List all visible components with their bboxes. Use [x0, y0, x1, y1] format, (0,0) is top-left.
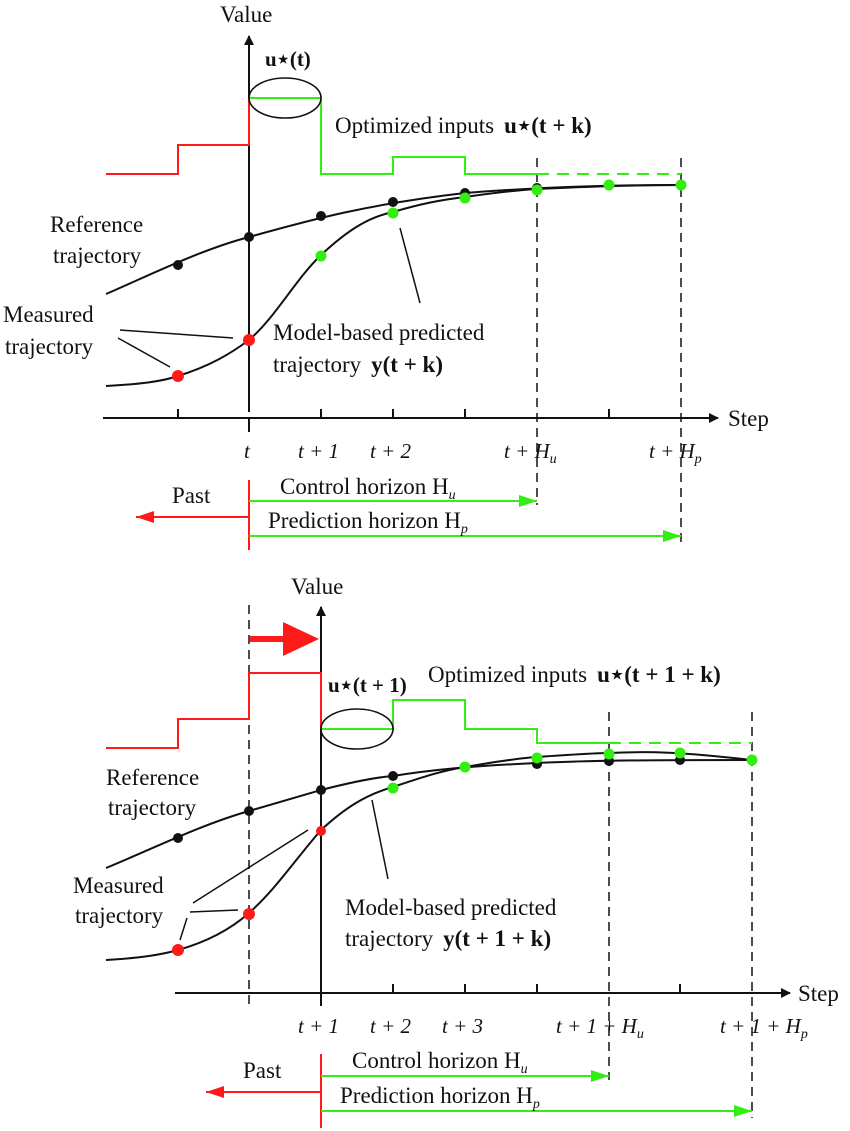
tick-label-t-plus-1-plus-hp: t + 1 + Hp: [720, 1014, 808, 1042]
predicted-points: [387, 747, 758, 794]
y-axis-label: Value: [220, 2, 272, 27]
predicted-point: [315, 250, 327, 262]
current-input-label: u⋆(t + 1): [328, 673, 407, 697]
tick-label-t-plus-2: t + 2: [370, 439, 412, 463]
predicted-leader: [399, 227, 421, 304]
predicted-point: [531, 184, 543, 196]
predicted-trajectory: [248, 184, 682, 341]
x-axis-label: Step: [798, 981, 839, 1006]
reference-point: [388, 197, 398, 207]
reference-label-line2: trajectory: [108, 795, 197, 820]
past-label: Past: [243, 1058, 282, 1083]
control-horizon-label: Control horizon Hu: [352, 1048, 528, 1077]
measured-point: [172, 944, 184, 956]
x-ticks: [177, 409, 610, 432]
predicted-points: [315, 179, 687, 262]
past-input-signal: [106, 672, 322, 749]
predicted-point: [603, 748, 615, 760]
measured-point: [172, 370, 184, 382]
predicted-point: [531, 752, 543, 764]
current-input-ellipse: [320, 708, 394, 750]
tick-label-t-plus-2: t + 2: [370, 1014, 412, 1038]
predicted-label: Model-based predicted: [273, 320, 485, 345]
reference-point: [316, 785, 326, 795]
predicted-point: [387, 207, 399, 219]
predicted-point: [675, 179, 687, 191]
measured-point: [243, 908, 255, 920]
y-axis-label: Value: [291, 574, 343, 599]
prediction-horizon-label: Prediction horizon Hp: [340, 1083, 540, 1112]
measured-leader: [117, 337, 171, 368]
measured-trajectory: [105, 829, 322, 961]
measured-leader: [192, 829, 309, 904]
tick-label-t: t: [244, 439, 251, 463]
reference-points: [173, 755, 685, 843]
predicted-point: [603, 179, 615, 191]
measured-label-line2: trajectory: [5, 334, 94, 359]
measured-label-line2: trajectory: [75, 903, 164, 928]
measured-label: Measured: [3, 302, 94, 327]
reference-point: [316, 211, 326, 221]
predicted-point: [674, 747, 686, 759]
predicted-point: [387, 782, 399, 794]
shift-arrow-icon: [283, 622, 319, 656]
tick-label-t-plus-1-plus-hu: t + 1 + Hu: [556, 1014, 644, 1042]
tick-label-t-plus-1: t + 1: [298, 439, 339, 463]
measured-points: [172, 826, 326, 956]
predicted-point: [459, 192, 471, 204]
measured-point: [243, 334, 255, 346]
reference-trajectory: [105, 759, 753, 869]
measured-leader: [119, 329, 234, 339]
tick-label-t-plus-hu: t + Hu: [504, 439, 557, 467]
current-input-ellipse: [248, 77, 322, 119]
prediction-horizon-label: Prediction horizon Hp: [268, 508, 468, 537]
predicted-label: Model-based predicted: [345, 895, 557, 920]
tick-label-t-plus-hp: t + Hp: [649, 439, 702, 467]
optimized-input-signal: [321, 699, 609, 744]
predicted-point: [746, 754, 758, 766]
top-panel: Value Step t t + 1 t + 2 t + Hu t + Hp u…: [3, 2, 769, 550]
reference-point: [173, 260, 183, 270]
reference-point: [244, 232, 254, 242]
bottom-panel: Value Step t + 1 t + 2 t + 3 t + 1 + Hu …: [73, 574, 839, 1128]
current-input-label: u⋆(t): [265, 47, 311, 71]
measured-leader: [179, 917, 188, 941]
reference-label-line2: trajectory: [53, 243, 142, 268]
measured-point: [316, 826, 326, 836]
x-ticks: [320, 984, 681, 1006]
tick-label-t-plus-3: t + 3: [442, 1014, 483, 1038]
optimized-input-signal: [249, 97, 537, 175]
tick-label-t-plus-1: t + 1: [298, 1014, 339, 1038]
reference-point: [244, 806, 254, 816]
predicted-point: [459, 761, 471, 773]
reference-point: [388, 771, 398, 781]
reference-label: Reference: [106, 765, 199, 790]
past-label: Past: [172, 483, 211, 508]
reference-label: Reference: [50, 212, 143, 237]
x-axis-label: Step: [728, 406, 769, 431]
measured-points: [172, 334, 255, 382]
reference-point: [173, 833, 183, 843]
predicted-trajectory: [320, 751, 753, 831]
control-horizon-label: Control horizon Hu: [280, 474, 456, 503]
measured-label: Measured: [73, 873, 164, 898]
past-input-signal: [106, 98, 250, 175]
predicted-leader: [371, 799, 389, 880]
measured-leader: [189, 909, 239, 913]
